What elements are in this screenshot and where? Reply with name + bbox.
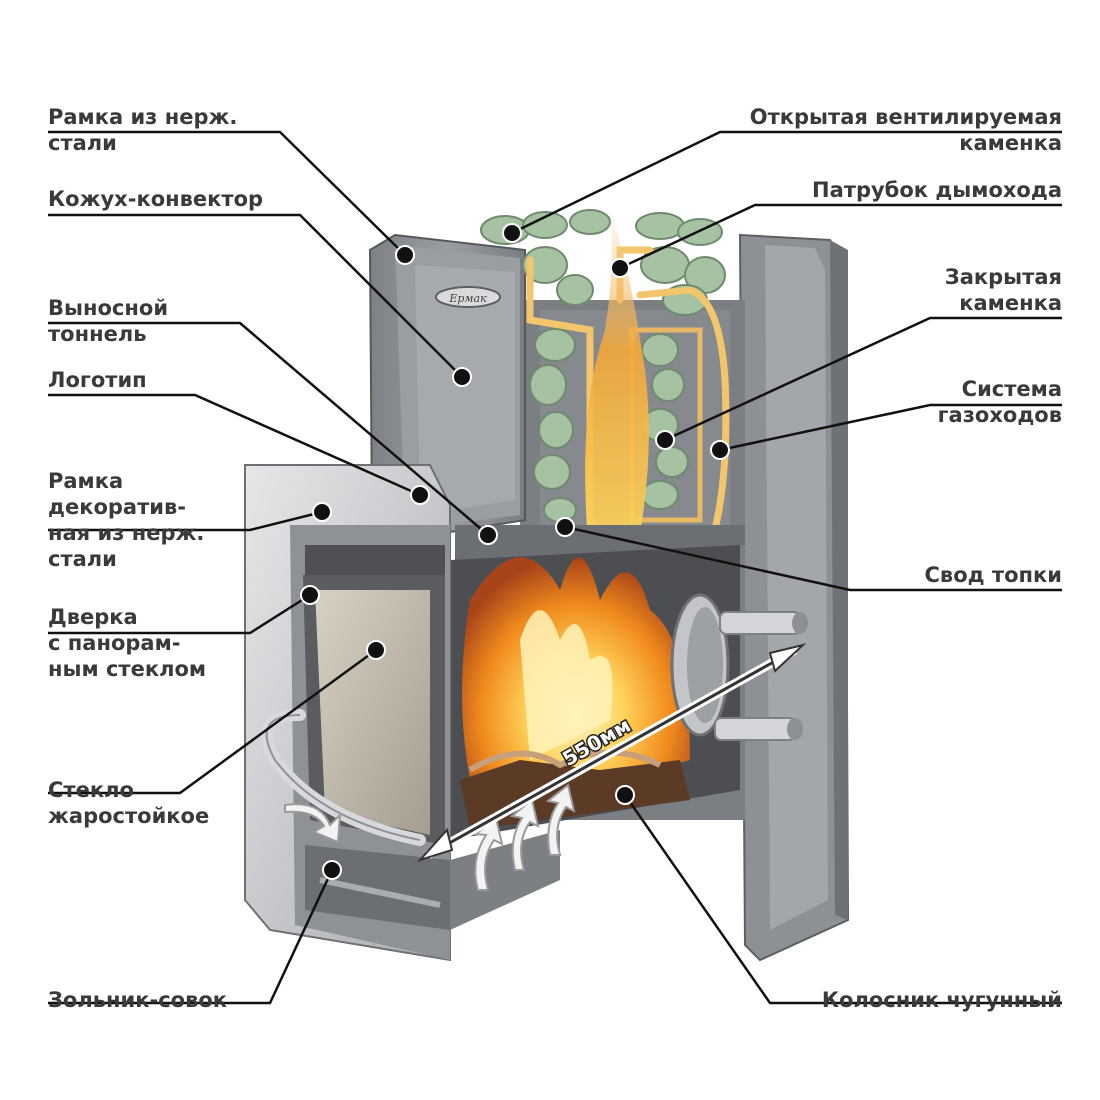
- ash-pan: [450, 830, 560, 930]
- air-arrows: [284, 783, 576, 891]
- label-tunnel: Выносной тоннель: [48, 296, 169, 346]
- right-casing: [738, 233, 850, 962]
- label-frame-steel: Рамка из нерж. стали: [48, 105, 238, 155]
- leader-lines: [48, 130, 1062, 1005]
- brand-logo-text: Ермак: [448, 292, 487, 305]
- label-open-heater: Открытая вентилируемая каменка: [749, 105, 1062, 155]
- label-convector-casing: Кожух-конвектор: [48, 187, 264, 211]
- label-door: Дверка с панорам- ным стеклом: [48, 605, 207, 681]
- firebox-vault: [455, 525, 745, 560]
- label-chimney-pipe: Патрубок дымохода: [812, 178, 1062, 202]
- callout-dots: [300, 223, 730, 880]
- label-logo: Логотип: [48, 368, 147, 392]
- flame-column: [585, 210, 649, 560]
- label-closed-heater: Закрытая каменка: [944, 265, 1062, 315]
- label-ash-pan: Зольник-совок: [48, 988, 228, 1012]
- convector-casing: [368, 233, 526, 542]
- dimension-arrow: [416, 643, 807, 863]
- stones: [480, 209, 726, 523]
- label-glass: Стекло жаростойкое: [48, 778, 210, 828]
- logo-plate-icon: [435, 286, 501, 308]
- label-grate: Колосник чугунный: [821, 988, 1062, 1012]
- label-flue-system: Система газоходов: [937, 377, 1062, 427]
- front-door-assembly: [244, 464, 451, 962]
- label-deco-frame: Рамка декоратив- ная из нерж. стали: [48, 469, 205, 571]
- label-firebox-vault: Свод топки: [924, 563, 1062, 587]
